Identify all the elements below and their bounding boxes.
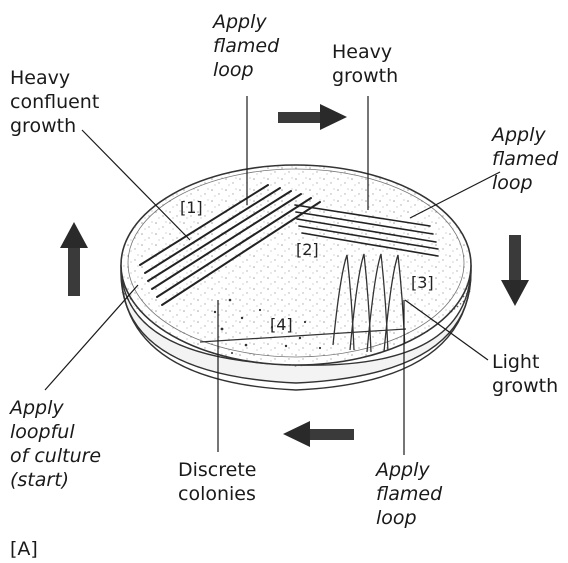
section-label-4: [4] [270, 315, 293, 334]
label-discrete-colonies: Discrete colonies [178, 458, 256, 506]
label-light-growth: Light growth [492, 350, 558, 398]
label-apply-flamed-loop-bottom: Apply flamed loop [376, 458, 442, 530]
panel-label: [A] [10, 537, 38, 561]
arrow-right-icon [278, 104, 347, 130]
arrow-left-icon [283, 421, 354, 447]
arrow-down-icon [501, 235, 529, 306]
section-label-2: [2] [296, 240, 319, 259]
label-heavy-confluent-growth: Heavy confluent growth [10, 66, 99, 138]
label-apply-loopful-of-culture: Apply loopful of culture (start) [10, 396, 101, 492]
label-heavy-growth: Heavy growth [332, 40, 398, 88]
label-apply-flamed-loop-top: Apply flamed loop [213, 10, 279, 82]
section-label-3: [3] [411, 273, 434, 292]
label-apply-flamed-loop-right: Apply flamed loop [492, 123, 558, 195]
arrow-up-icon [60, 222, 88, 296]
section-label-1: [1] [180, 198, 203, 217]
